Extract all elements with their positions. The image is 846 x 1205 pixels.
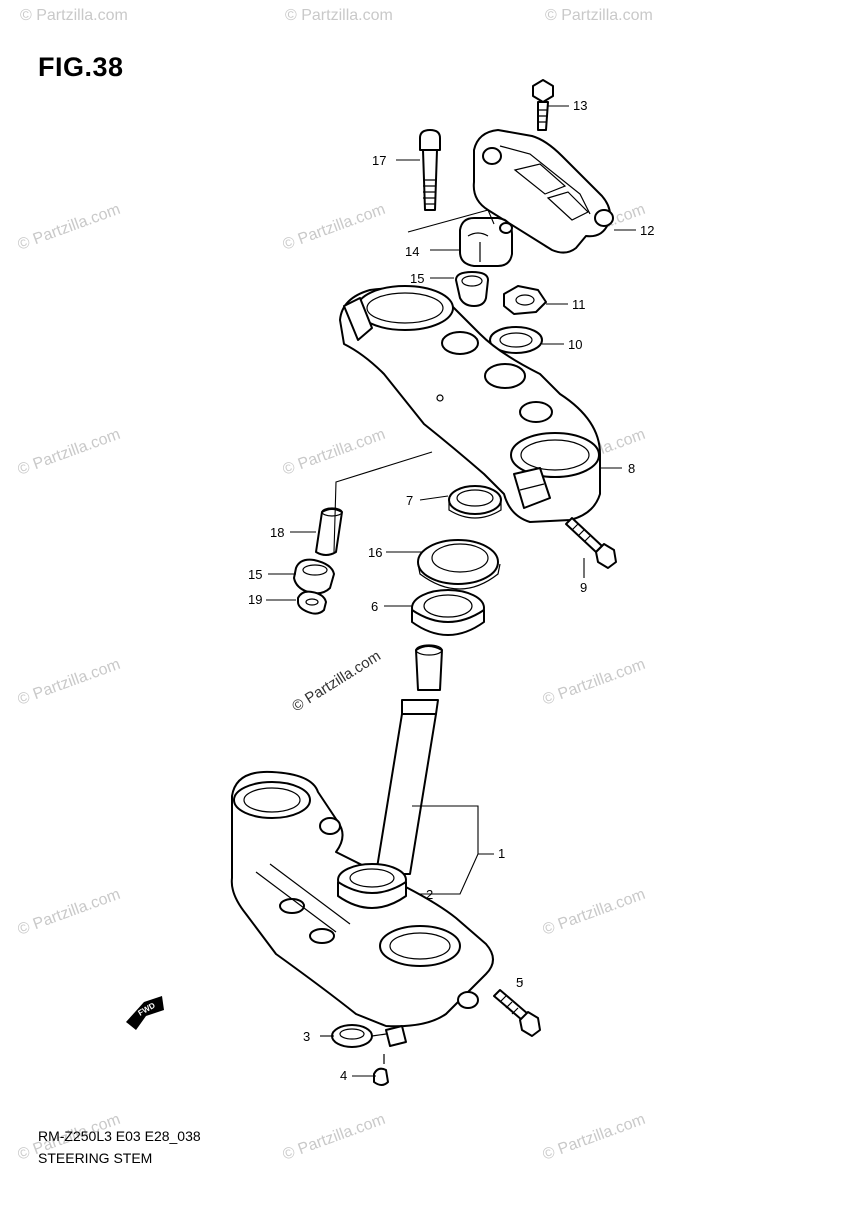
callout-6: 6 [371, 599, 378, 614]
callout-1: 1 [498, 846, 505, 861]
watermark: © Partzilla.com [16, 656, 123, 709]
callout-15-upper: 15 [410, 271, 424, 286]
callout-12: 12 [640, 223, 654, 238]
watermark: © Partzilla.com [285, 7, 393, 24]
callout-15-lower: 15 [248, 567, 262, 582]
part-15-cushion-lower [293, 558, 335, 595]
watermark-center: © Partzilla.com [289, 647, 384, 715]
callout-2: 2 [426, 887, 433, 902]
callout-9: 9 [580, 580, 587, 595]
watermark: © Partzilla.com [541, 886, 648, 939]
callout-7: 7 [406, 493, 413, 508]
watermark: © Partzilla.com [541, 1111, 648, 1164]
callout-4: 4 [340, 1068, 347, 1083]
callout-8: 8 [628, 461, 635, 476]
watermark: © Partzilla.com [20, 7, 128, 24]
callout-11: 11 [572, 297, 586, 312]
part-9-bolt [565, 517, 617, 569]
part-5-bolt [493, 989, 541, 1037]
callout-3: 3 [303, 1029, 310, 1044]
part-18-pipe [315, 507, 343, 556]
part-2-bearing [337, 863, 407, 909]
callout-10: 10 [568, 337, 582, 352]
callout-17: 17 [372, 153, 386, 168]
callout-16: 16 [368, 545, 382, 560]
callout-18: 18 [270, 525, 284, 540]
watermark: © Partzilla.com [281, 201, 388, 254]
leader-lines [266, 105, 636, 1077]
part-4-screw [373, 1054, 389, 1086]
part-19-washer [297, 590, 327, 615]
watermark: © Partzilla.com [16, 201, 123, 254]
part-15-cushion-upper [455, 271, 489, 307]
callout-13: 13 [573, 98, 587, 113]
callout-14: 14 [405, 244, 419, 259]
callout-19: 19 [248, 592, 262, 607]
figure-title: FIG.38 [38, 52, 124, 82]
watermark: © Partzilla.com [545, 7, 653, 24]
fwd-arrow-icon: FWD [126, 996, 164, 1030]
watermark: © Partzilla.com [541, 656, 648, 709]
part-8-upper-bracket [339, 285, 601, 523]
callout-5: 5 [516, 975, 523, 990]
watermark: © Partzilla.com [16, 886, 123, 939]
part-14-holder-lower [459, 217, 513, 267]
part-16-seal [417, 539, 501, 590]
part-3-cable-guide [331, 1024, 407, 1048]
part-7-nut [448, 485, 502, 519]
part-1-steering-stem [230, 644, 494, 1028]
watermark: © Partzilla.com [16, 426, 123, 479]
watermark: © Partzilla.com [281, 1111, 388, 1164]
part-6-bearing [411, 589, 485, 636]
part-13-bolt [532, 79, 554, 131]
figure-name: STEERING STEM [38, 1150, 153, 1166]
part-10-washer [489, 326, 543, 354]
callout-labels: 13 12 17 14 15 11 10 8 7 9 16 6 18 15 19… [248, 98, 654, 1083]
part-11-nut [503, 285, 547, 315]
part-17-bolt [419, 129, 441, 211]
model-code: RM-Z250L3 E03 E28_038 [38, 1128, 201, 1144]
